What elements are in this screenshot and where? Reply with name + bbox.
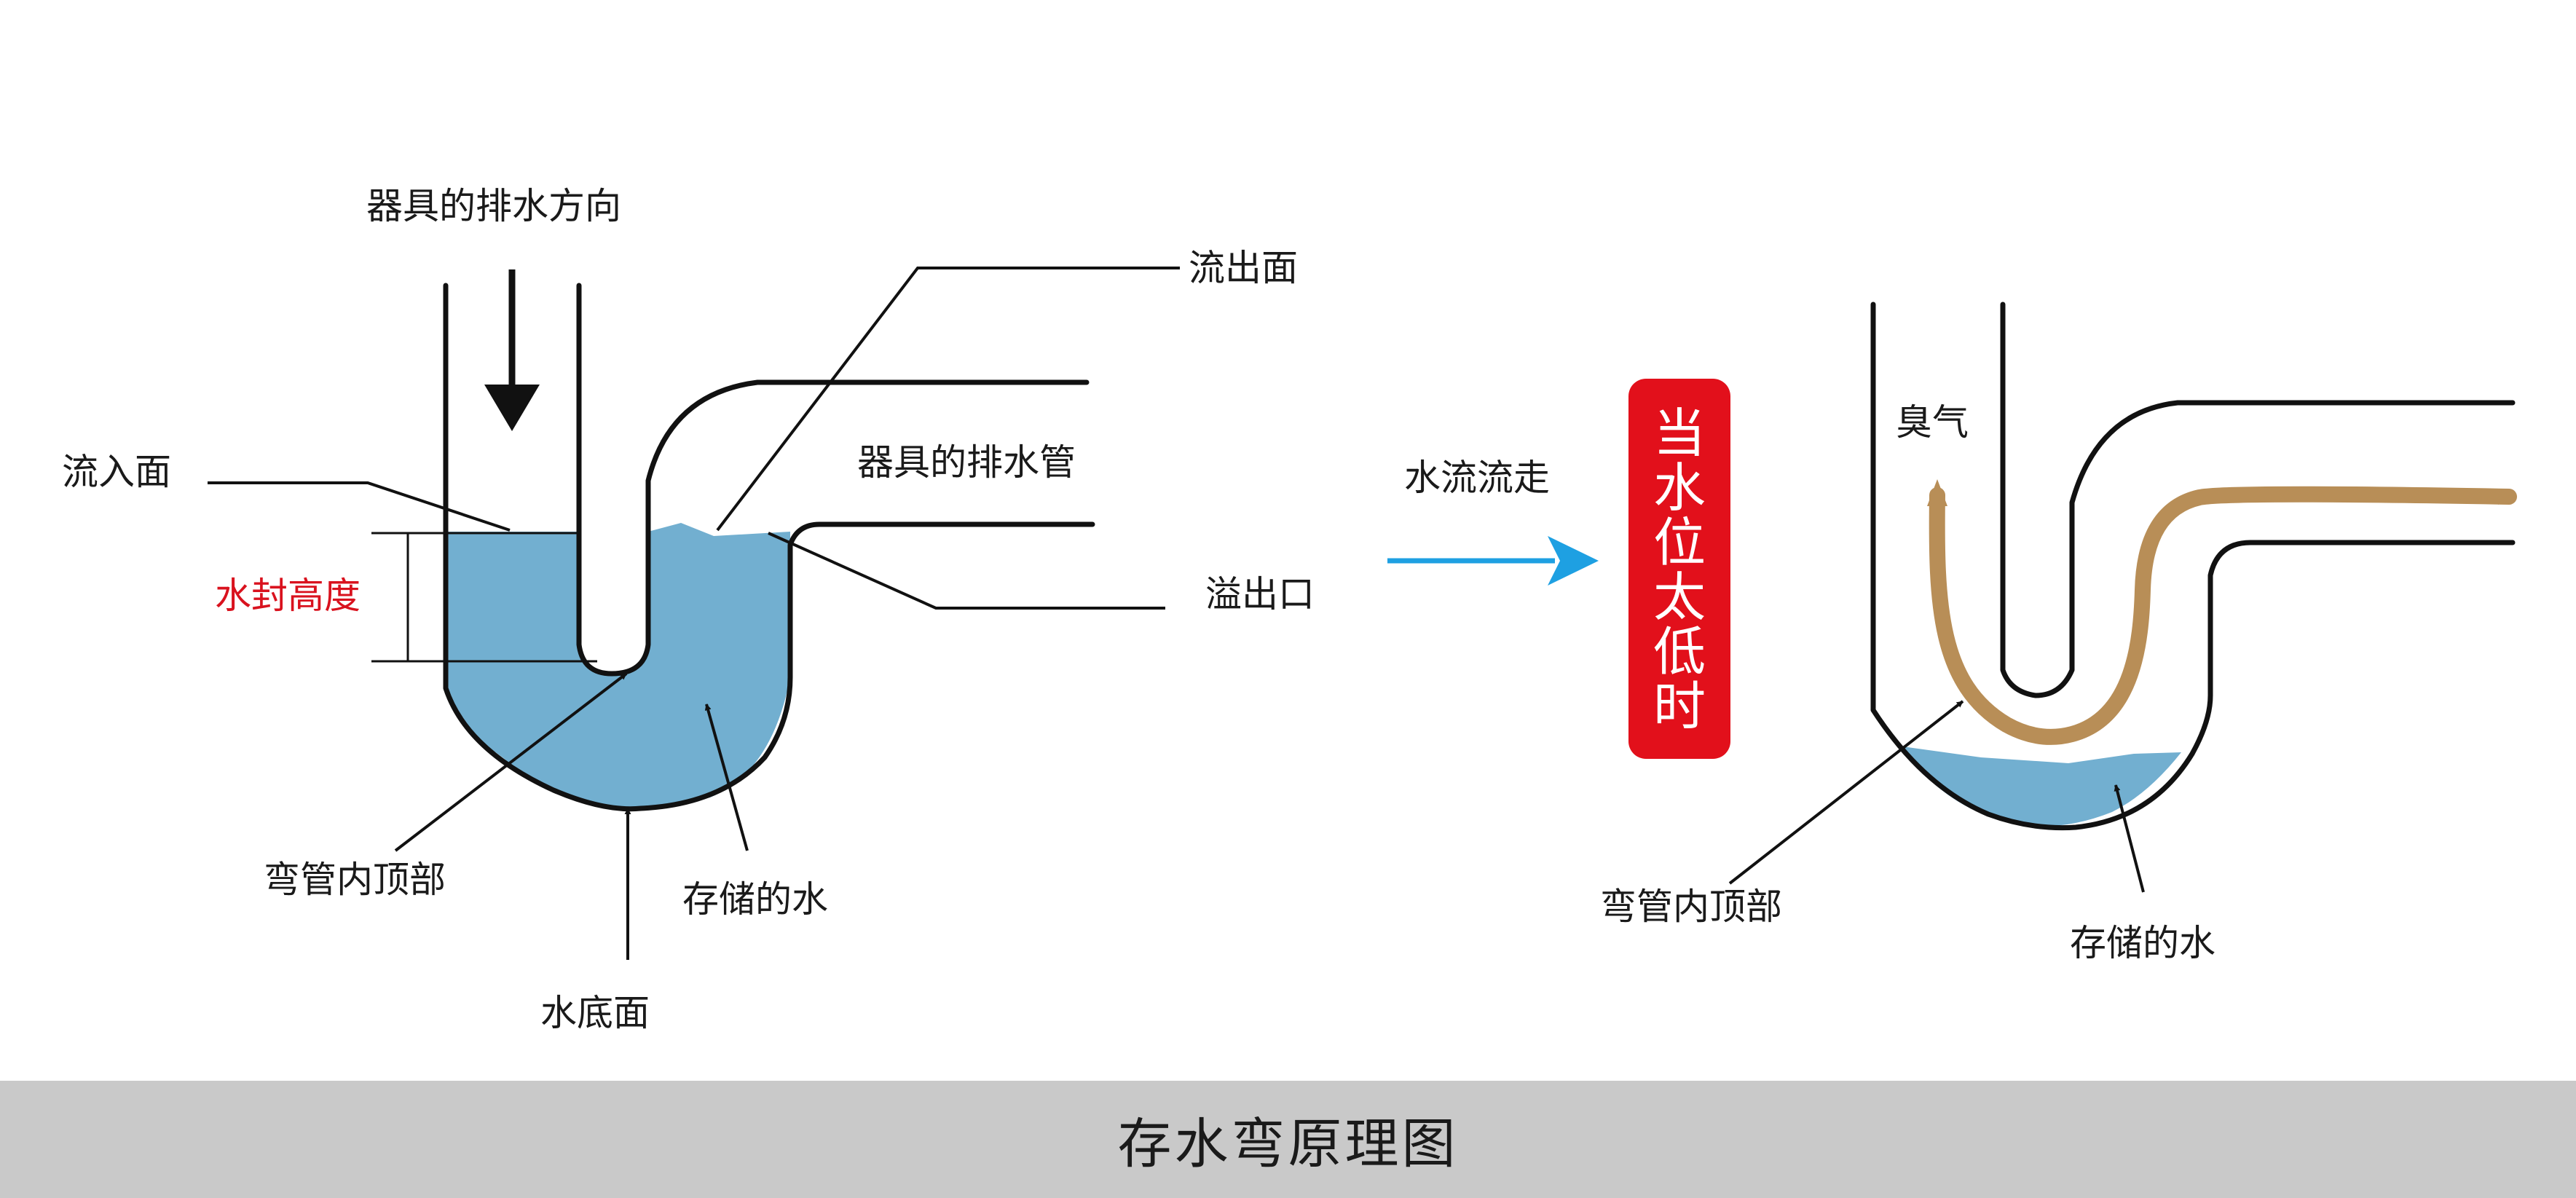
drain-direction-arrow-head [484, 385, 540, 431]
badge-char-2: 水 [1653, 457, 1706, 519]
left-trap [208, 267, 1180, 960]
pointer-crown-left [394, 672, 628, 852]
label-crown-left: 弯管内顶部 [264, 859, 446, 901]
odor-path [1929, 486, 2517, 745]
label-fixture-drain-pipe: 器具的排水管 [857, 441, 1076, 484]
trap-diagram: 器具的排水方向 流出面 流入面 器具的排水管 溢出口 水封高度 弯管内顶部 存储… [62, 185, 2517, 1034]
low-water-badge: 当 水 位 太 低 时 [1628, 379, 1730, 759]
leader-outflow [716, 267, 1180, 532]
stored-water-left [446, 523, 790, 809]
pointer-stored-water-left [704, 704, 749, 851]
label-outflow-surface: 流出面 [1189, 247, 1298, 289]
odor-arrow-head [1927, 479, 1947, 506]
label-drain-direction: 器具的排水方向 [366, 185, 621, 227]
pointer-stored-water-right [2114, 784, 2145, 893]
pointer-crown-right [1728, 700, 1964, 885]
leader-inflow [208, 481, 511, 532]
label-seal-height: 水封高度 [215, 575, 361, 617]
label-odor: 臭气 [1896, 401, 1969, 444]
pipe-left-inner-wall [576, 283, 1090, 677]
label-water-flow-away: 水流流走 [1404, 457, 1550, 499]
pipe-left-outer-wall [443, 283, 1095, 812]
badge-char-6: 时 [1653, 676, 1706, 737]
pipe-right-inner-wall [2000, 302, 2516, 698]
pipe-right-outer-wall [1870, 302, 2516, 831]
right-trap [1728, 302, 2517, 893]
leader-overflow [768, 532, 1165, 610]
label-crown-right: 弯管内顶部 [1600, 886, 1782, 928]
badge-char-3: 位 [1653, 512, 1706, 573]
footer-title: 存水弯原理图 [1117, 1113, 1459, 1175]
flow-arrow-head [1548, 536, 1599, 586]
footer-bar: 存水弯原理图 [0, 1081, 2576, 1198]
badge-char-5: 低 [1653, 621, 1706, 682]
badge-char-4: 太 [1653, 567, 1706, 628]
odor-outlet-taper [2498, 489, 2514, 505]
label-stored-water-right: 存储的水 [2070, 922, 2215, 964]
badge-char-1: 当 [1653, 403, 1706, 464]
label-inflow-surface: 流入面 [62, 451, 171, 493]
label-stored-water-left: 存储的水 [682, 878, 828, 921]
label-water-bottom: 水底面 [540, 992, 650, 1034]
label-overflow-outlet: 溢出口 [1205, 573, 1315, 615]
badge-background [1628, 379, 1730, 759]
